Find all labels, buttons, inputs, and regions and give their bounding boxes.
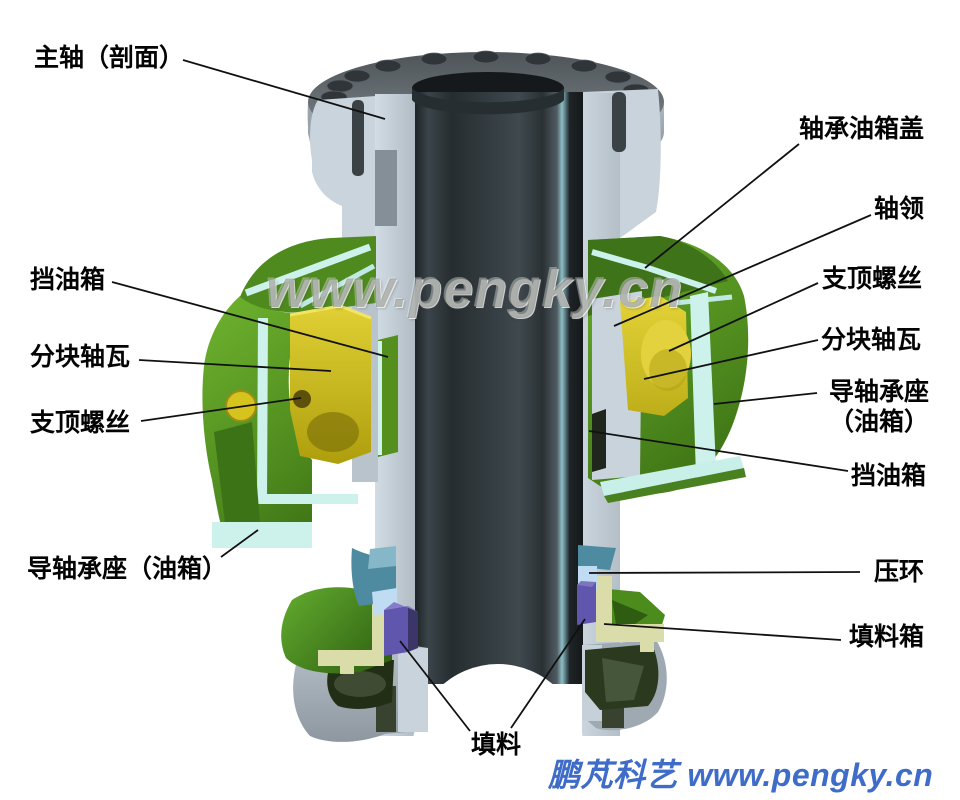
leader-line-bearing-oil-tank-cover xyxy=(644,143,800,269)
label-shaft-collar: 轴领 xyxy=(874,195,925,223)
oil-baffle-strip-left xyxy=(378,335,398,457)
base-lining-left xyxy=(212,522,312,548)
leader-line-shaft-collar xyxy=(613,214,872,327)
bolt-section-right xyxy=(612,92,626,152)
watermark-text: www.pengky.cn xyxy=(266,259,684,319)
packing-box-lining-right xyxy=(596,576,664,652)
pedestal-left xyxy=(214,422,262,548)
jack-screw-knob-left xyxy=(293,390,311,408)
leader-line-oil-baffle-left xyxy=(111,281,389,358)
bearing-housing-left xyxy=(202,236,398,548)
leader-line-bearing-seat-right xyxy=(713,392,818,405)
label-oil-baffle-left: 挡油箱 xyxy=(30,266,106,294)
label-jack-screw-left: 支顶螺丝 xyxy=(30,409,131,437)
bearing-housing-right xyxy=(588,236,749,503)
jack-screw-shade-right xyxy=(649,349,687,391)
shaft-bore xyxy=(412,88,584,800)
leader-line-packing-left xyxy=(399,640,471,732)
leader-line-bearing-seat-left xyxy=(220,529,259,558)
dark-base-left-sheen xyxy=(334,671,386,697)
bolt-section-left xyxy=(352,100,364,176)
oil-lining-left xyxy=(256,317,358,504)
label-segmented-pad-right: 分块轴瓦 xyxy=(821,326,922,354)
label-oil-baffle-right: 挡油箱 xyxy=(851,462,927,490)
label-packing-box: 填料箱 xyxy=(849,623,925,651)
label-bearing-seat-right-line1: 导轴承座 xyxy=(828,378,929,406)
pad-shadow-left xyxy=(307,412,359,452)
bore-bottom-arch xyxy=(412,664,584,800)
leader-line-main-shaft xyxy=(182,59,386,120)
label-pressure-ring: 压环 xyxy=(874,558,925,586)
pad-highlight-left xyxy=(289,304,372,320)
leader-line-jack-screw-right xyxy=(668,282,819,352)
cover-lining-left xyxy=(244,243,372,297)
label-bearing-seat-right: 导轴承座 （油箱） xyxy=(820,378,938,437)
base-edge-right xyxy=(604,468,746,503)
label-bearing-seat-right-line2: （油箱） xyxy=(828,407,929,436)
leader-line-oil-baffle-right xyxy=(588,430,849,472)
leader-line-jack-screw-left xyxy=(140,397,302,422)
pressure-ring-right xyxy=(578,545,616,570)
leader-line-packing-right xyxy=(510,618,586,729)
packing-block-right xyxy=(577,581,596,625)
oil-baffle-strip-right xyxy=(592,409,606,472)
label-segmented-pad-left: 分块轴瓦 xyxy=(30,343,131,371)
label-jack-screw-right: 支顶螺丝 xyxy=(822,265,923,293)
leader-line-segmented-pad-right xyxy=(643,339,819,380)
leader-line-packing-box xyxy=(603,623,842,641)
label-bearing-seat-left: 导轴承座（油箱） xyxy=(27,555,228,583)
lower-packing-assembly xyxy=(281,545,667,742)
base-lining-right xyxy=(600,456,744,496)
pressure-ring-left-top xyxy=(368,546,396,569)
label-packing: 填料 xyxy=(471,731,522,759)
label-bearing-oil-tank-cover: 轴承油箱盖 xyxy=(799,115,925,143)
leader-line-pressure-ring xyxy=(588,571,861,574)
label-main-shaft: 主轴（剖面） xyxy=(34,44,185,72)
dark-base-right-sheen xyxy=(602,658,644,702)
leader-line-segmented-pad-left xyxy=(138,359,332,372)
cover-lining-left-2 xyxy=(298,263,376,309)
footer-credit: 鹏芃科艺 www.pengky.cn xyxy=(548,757,934,793)
bottom-flange-left-cutface xyxy=(398,648,428,732)
cut-rebate-left xyxy=(375,150,397,226)
cover-lining-right xyxy=(591,249,717,294)
